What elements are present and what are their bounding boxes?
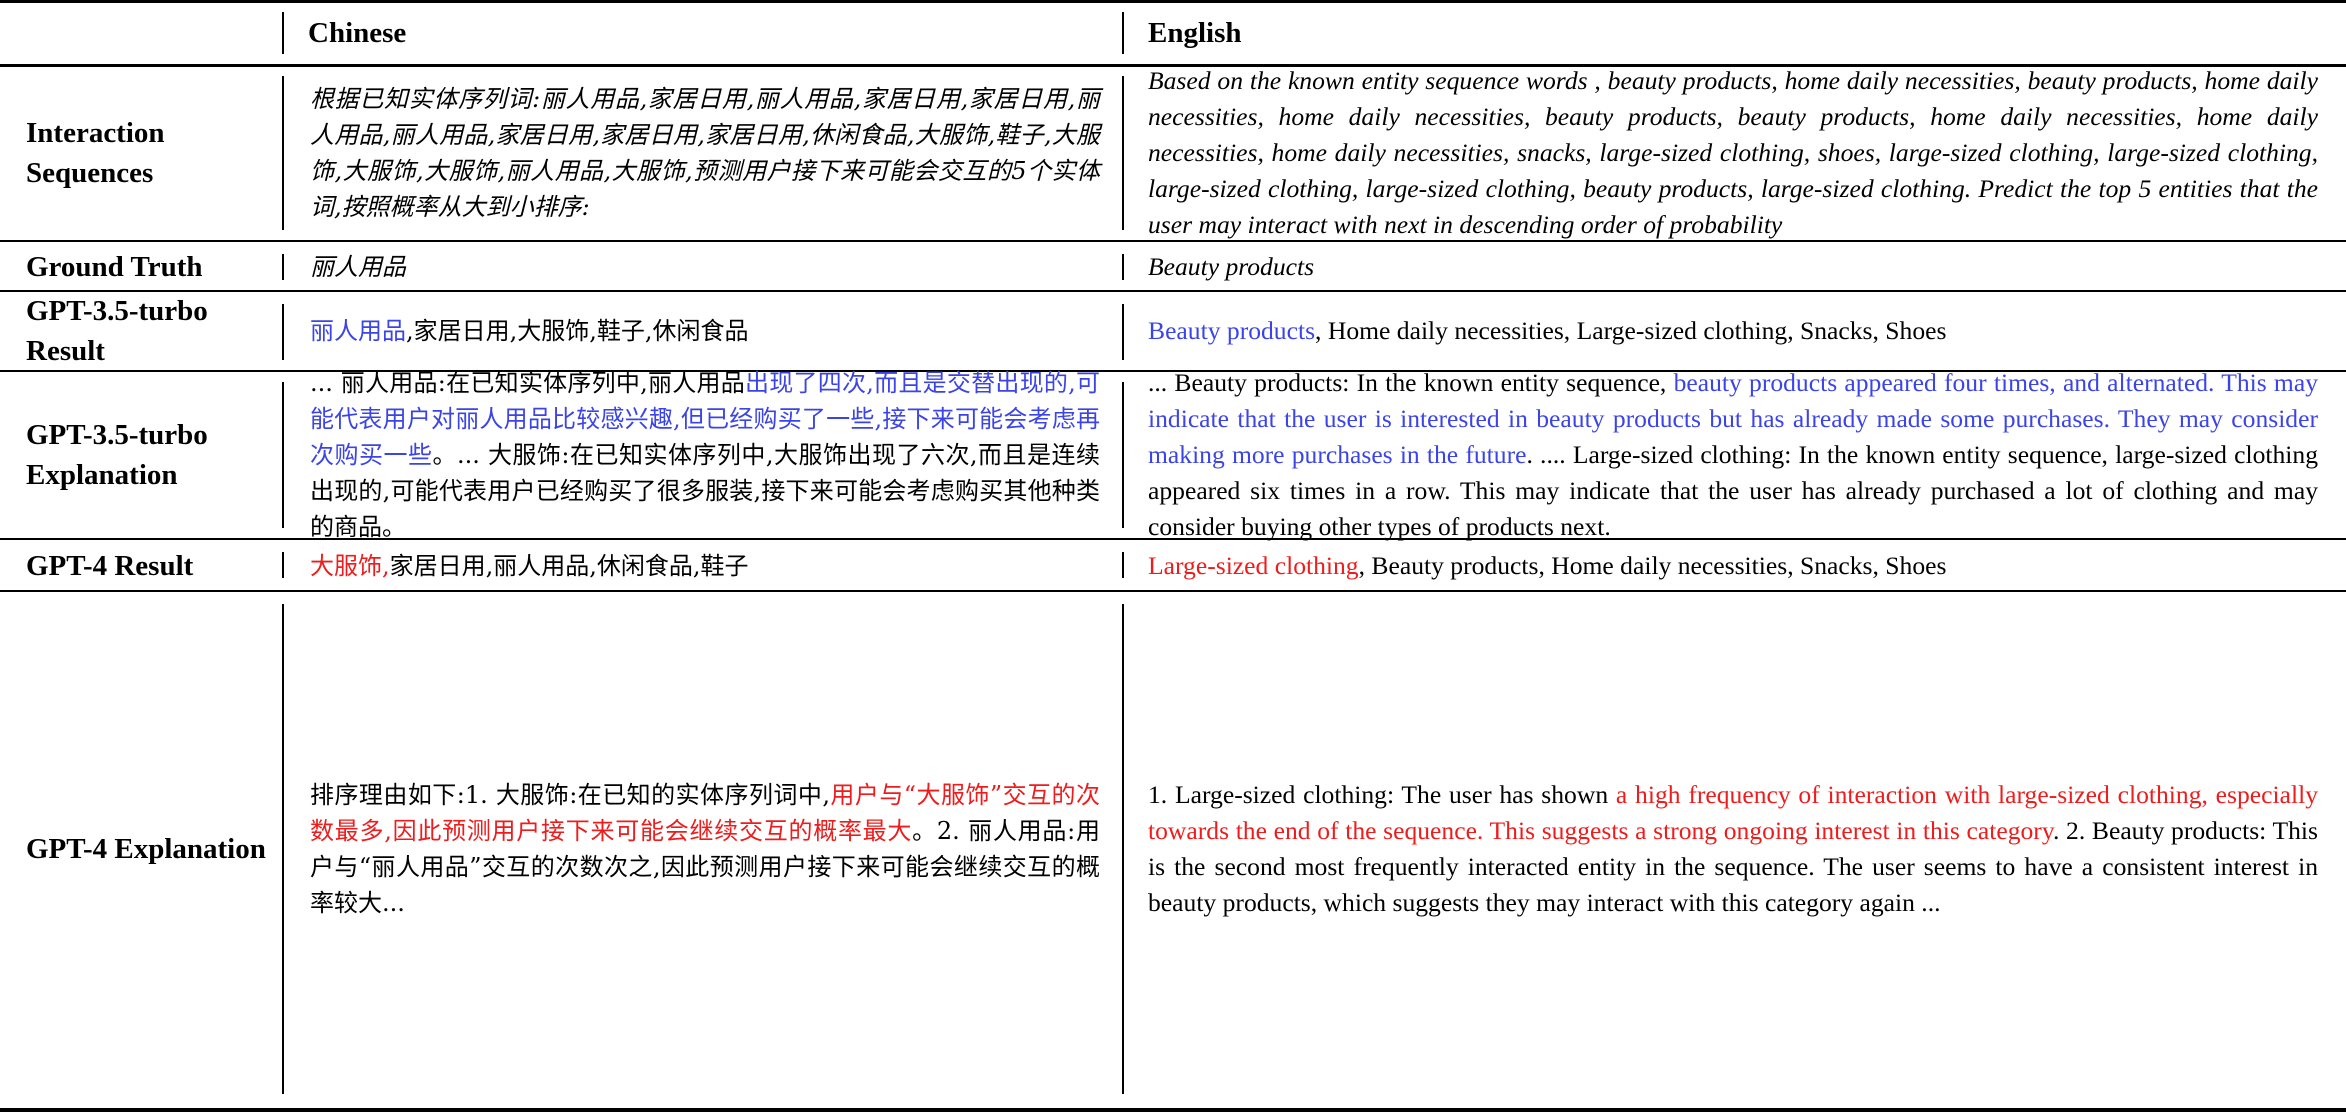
gpt35-result-zh-rest: ,家居日用,大服饰,鞋子,休闲食品 bbox=[406, 317, 749, 345]
gpt4-expl-zh-cell: 排序理由如下:1. 大服饰:在已知的实体序列词中,用户与“大服饰”交互的次数最多… bbox=[310, 600, 1100, 1098]
header-rule bbox=[0, 64, 2346, 67]
col-rule-zh-header bbox=[282, 12, 284, 54]
gpt4-result-zh-highlight: 大服饰, bbox=[310, 552, 390, 580]
col-rule-zh-gpt4-expl bbox=[282, 604, 284, 1094]
gpt35-expl-en-highlight: beauty products appeared four times, and… bbox=[1148, 368, 2318, 469]
gpt4-expl-en-highlight: a high frequency of interaction with lar… bbox=[1148, 780, 2318, 845]
gpt35-expl-en-part1: ... Beauty products: In the known entity… bbox=[1148, 368, 1674, 397]
row-label-groundtruth: Ground Truth bbox=[26, 248, 276, 286]
gpt35-result-en-rest: , Home daily necessities, Large-sized cl… bbox=[1315, 316, 1947, 345]
col-rule-en-gpt35-expl bbox=[1122, 382, 1124, 528]
gpt35-expl-zh-part1: ... 丽人用品:在已知实体序列中,丽人用品 bbox=[310, 369, 745, 397]
top-rule bbox=[0, 0, 2346, 3]
header-chinese-label: Chinese bbox=[308, 17, 407, 49]
interaction-en-text: Based on the known entity sequence words… bbox=[1148, 66, 2318, 239]
gpt35-expl-en-part3: . .... Large-sized clothing: In the know… bbox=[1148, 440, 2318, 541]
row-label-gpt35-result-text: GPT-3.5-turbo Result bbox=[26, 295, 208, 367]
gpt35-result-zh-highlight: 丽人用品 bbox=[310, 317, 406, 345]
row-label-gpt4-result: GPT-4 Result bbox=[26, 546, 276, 586]
interaction-zh-cell: 根据已知实体序列词:丽人用品,家居日用,丽人用品,家居日用,家居日用,丽人用品,… bbox=[310, 76, 1100, 230]
row-rule-1 bbox=[0, 240, 2346, 242]
bottom-rule bbox=[0, 1108, 2346, 1112]
gpt35-result-en-highlight: Beauty products bbox=[1148, 316, 1316, 345]
col-rule-zh-interaction bbox=[282, 76, 284, 230]
row-rule-4 bbox=[0, 538, 2346, 540]
gpt35-expl-en-cell: ... Beauty products: In the known entity… bbox=[1148, 368, 2318, 541]
interaction-zh-text: 根据已知实体序列词:丽人用品,家居日用,丽人用品,家居日用,家居日用,丽人用品,… bbox=[310, 85, 1100, 221]
col-rule-en-groundtruth bbox=[1122, 254, 1124, 280]
interaction-en-cell: Based on the known entity sequence words… bbox=[1148, 66, 2318, 239]
gpt4-result-zh-rest: 家居日用,丽人用品,休闲食品,鞋子 bbox=[389, 552, 749, 580]
col-rule-en-gpt35-result bbox=[1122, 304, 1124, 360]
col-rule-zh-gpt4-result bbox=[282, 552, 284, 578]
gpt4-result-zh-cell: 大服饰,家居日用,丽人用品,休闲食品,鞋子 bbox=[310, 546, 1100, 586]
groundtruth-zh-cell: 丽人用品 bbox=[310, 248, 1100, 286]
row-label-interaction-text: Interaction Sequences bbox=[26, 117, 165, 189]
gpt35-expl-zh-cell: ... 丽人用品:在已知实体序列中,丽人用品出现了四次,而且是交替出现的,可能代… bbox=[310, 369, 1100, 541]
row-label-gpt4-expl: GPT-4 Explanation bbox=[26, 600, 276, 1098]
groundtruth-en-cell: Beauty products bbox=[1148, 248, 2318, 286]
row-label-interaction: Interaction Sequences bbox=[26, 76, 276, 230]
gpt4-result-en-highlight: Large-sized clothing bbox=[1148, 551, 1359, 580]
col-rule-en-gpt4-expl bbox=[1122, 604, 1124, 1094]
row-rule-2 bbox=[0, 290, 2346, 292]
col-rule-en-gpt4-result bbox=[1122, 552, 1124, 578]
gpt4-expl-en-cell: 1. Large-sized clothing: The user has sh… bbox=[1148, 600, 2318, 1098]
row-label-gpt4-result-text: GPT-4 Result bbox=[26, 550, 194, 582]
col-rule-zh-gpt35-expl bbox=[282, 382, 284, 528]
row-label-gpt4-expl-text: GPT-4 Explanation bbox=[26, 833, 266, 865]
header-chinese: Chinese bbox=[308, 12, 406, 54]
col-rule-zh-groundtruth bbox=[282, 254, 284, 280]
gpt35-result-zh-cell: 丽人用品,家居日用,大服饰,鞋子,休闲食品 bbox=[310, 298, 1100, 364]
row-rule-5 bbox=[0, 590, 2346, 592]
gpt35-result-en-cell: Beauty products, Home daily necessities,… bbox=[1148, 298, 2318, 364]
gpt4-expl-zh-part3: 。2. 丽人用品:用户与“丽人用品”交互的次数次之,因此预测用户接下来可能会继续… bbox=[310, 817, 1100, 917]
groundtruth-en-text: Beauty products bbox=[1148, 252, 1315, 281]
row-label-groundtruth-text: Ground Truth bbox=[26, 251, 203, 283]
header-english: English bbox=[1148, 12, 1242, 54]
gpt4-expl-zh-highlight: 用户与“大服饰”交互的次数最多,因此预测用户接下来可能会继续交互的概率最大 bbox=[310, 781, 1100, 845]
gpt35-expl-zh-highlight: 出现了四次,而且是交替出现的,可能代表用户对丽人用品比较感兴趣,但已经购买了一些… bbox=[310, 369, 1100, 469]
col-rule-en-header bbox=[1122, 12, 1124, 54]
col-rule-en-interaction bbox=[1122, 76, 1124, 230]
row-label-gpt35-expl: GPT-3.5-turbo Explanation bbox=[26, 378, 276, 532]
col-rule-zh-gpt35-result bbox=[282, 304, 284, 360]
header-english-label: English bbox=[1148, 17, 1242, 49]
gpt4-result-en-cell: Large-sized clothing, Beauty products, H… bbox=[1148, 546, 2318, 586]
gpt4-expl-en-part3: . 2. Beauty products: This is the second… bbox=[1148, 816, 2318, 917]
groundtruth-zh-text: 丽人用品 bbox=[310, 253, 406, 281]
gpt4-result-en-rest: , Beauty products, Home daily necessitie… bbox=[1358, 551, 1947, 580]
row-label-gpt35-result: GPT-3.5-turbo Result bbox=[26, 295, 276, 367]
row-label-gpt35-expl-text: GPT-3.5-turbo Explanation bbox=[26, 419, 208, 491]
gpt4-expl-zh-part1: 排序理由如下:1. 大服饰:在已知的实体序列词中, bbox=[310, 781, 830, 809]
row-rule-3 bbox=[0, 370, 2346, 372]
gpt4-expl-en-part1: 1. Large-sized clothing: The user has sh… bbox=[1148, 780, 1616, 809]
gpt35-expl-zh-part3: 。... 大服饰:在已知实体序列中,大服饰出现了六次,而且是连续出现的,可能代表… bbox=[310, 441, 1101, 541]
